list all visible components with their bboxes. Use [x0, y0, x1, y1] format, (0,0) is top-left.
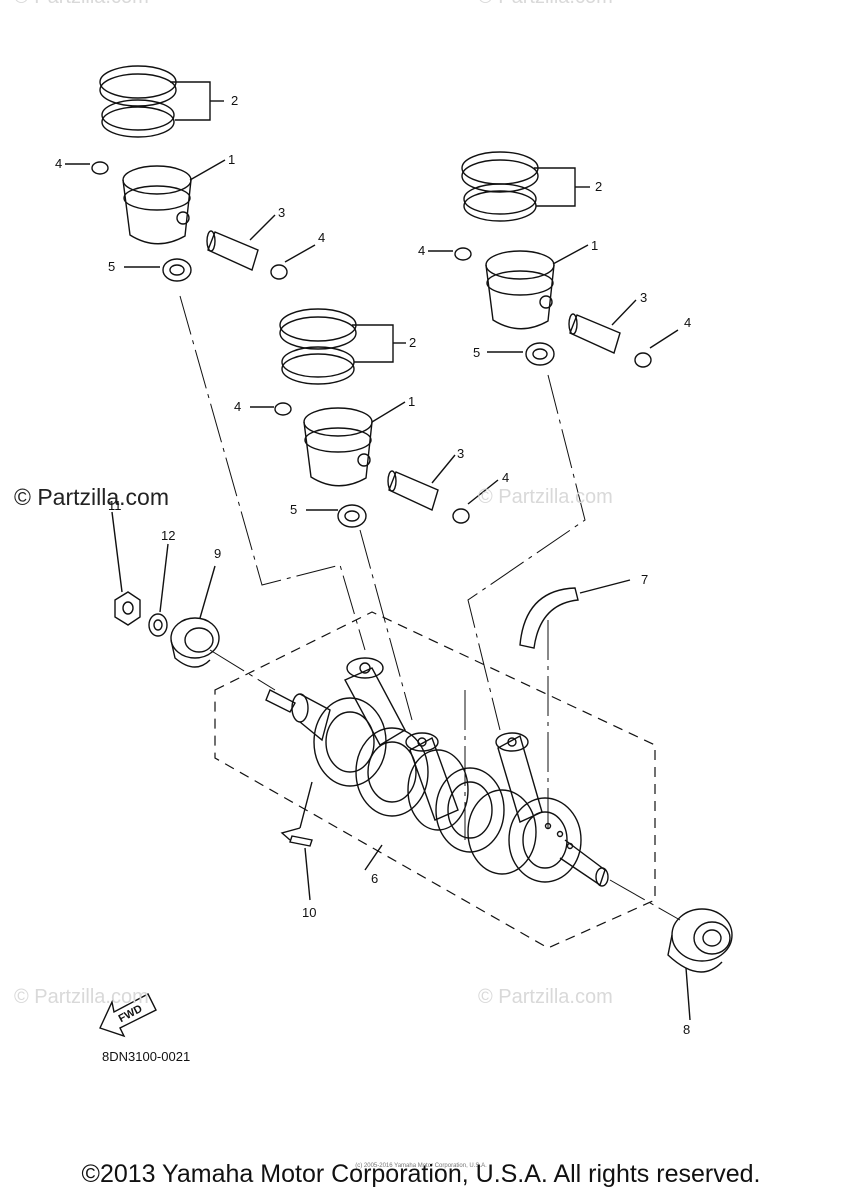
- callout-6: 6: [371, 871, 379, 886]
- callout-1: 1: [591, 238, 599, 253]
- piston-pin-a: [206, 214, 276, 271]
- needle-bearing-a: [124, 258, 192, 282]
- circlip-b1: [428, 247, 472, 261]
- fine-print: (c) 2005-2016 Yamaha Motor Corporation, …: [355, 1163, 487, 1169]
- callout-5: 5: [108, 259, 116, 274]
- circlip-c2: [452, 479, 499, 524]
- callout-3: 3: [278, 205, 286, 220]
- piston-c: [303, 401, 406, 487]
- callout-4: 4: [418, 243, 426, 258]
- crankshaft: [265, 657, 609, 887]
- callout-1: 1: [408, 394, 416, 409]
- oil-seal-left: [170, 565, 220, 668]
- fwd-arrow-icon: [99, 993, 157, 1038]
- circlip-c1: [250, 402, 292, 416]
- piston-pin-b: [568, 299, 637, 354]
- piston-rings-c: [279, 308, 406, 385]
- watermark: © Partzilla.com: [14, 986, 149, 1008]
- watermark: © Partzilla.com: [478, 986, 613, 1008]
- piston-rings-a: [99, 65, 224, 138]
- oil-seal-right: [667, 908, 733, 1021]
- callout-11: 11: [108, 498, 122, 513]
- watermark: © Partzilla.com: [478, 486, 613, 508]
- callout-4: 4: [55, 156, 63, 171]
- callout-4: 4: [318, 230, 326, 245]
- woodruff-key: [280, 781, 313, 901]
- callout-4: 4: [234, 399, 242, 414]
- piston-rings-b: [461, 151, 590, 222]
- nut: [111, 511, 141, 626]
- callout-3: 3: [640, 290, 648, 305]
- callout-4: 4: [684, 315, 692, 330]
- part-code: 8DN3100-0021: [102, 1049, 191, 1064]
- crankshaft-enclosure: [214, 611, 656, 949]
- callout-5: 5: [290, 502, 298, 517]
- callout-2: 2: [409, 335, 417, 350]
- callout-2: 2: [595, 179, 603, 194]
- callout-10: 10: [302, 905, 317, 920]
- callout-3: 3: [457, 446, 465, 461]
- piston-a: [122, 159, 226, 245]
- callout-5: 5: [473, 345, 481, 360]
- watermark: © Partzilla.com: [14, 484, 169, 510]
- needle-bearing-c: [306, 504, 367, 528]
- callout-4: 4: [502, 470, 510, 485]
- crankshaft-leader: [364, 844, 383, 871]
- piston-pin-c: [387, 454, 456, 511]
- watermark: © Partzilla.com: [14, 0, 149, 9]
- circlip-b2: [634, 329, 679, 368]
- washer: [148, 543, 169, 637]
- assembly-guide-lines: [179, 295, 681, 921]
- callout-9: 9: [214, 546, 222, 561]
- copyright-notice: ©2013 Yamaha Motor Corporation, U.S.A. A…: [81, 1160, 761, 1188]
- callout-8: 8: [683, 1022, 691, 1037]
- piston-b: [485, 244, 589, 330]
- circlip-a2: [270, 244, 316, 280]
- callout-7: 7: [641, 572, 649, 587]
- thrust-half-ring: [519, 579, 631, 649]
- watermark: © Partzilla.com: [478, 0, 613, 9]
- callout-12: 12: [161, 528, 176, 543]
- circlip-a1: [65, 161, 109, 175]
- callout-2: 2: [231, 93, 239, 108]
- callout-1: 1: [228, 152, 236, 167]
- needle-bearing-b: [487, 342, 555, 366]
